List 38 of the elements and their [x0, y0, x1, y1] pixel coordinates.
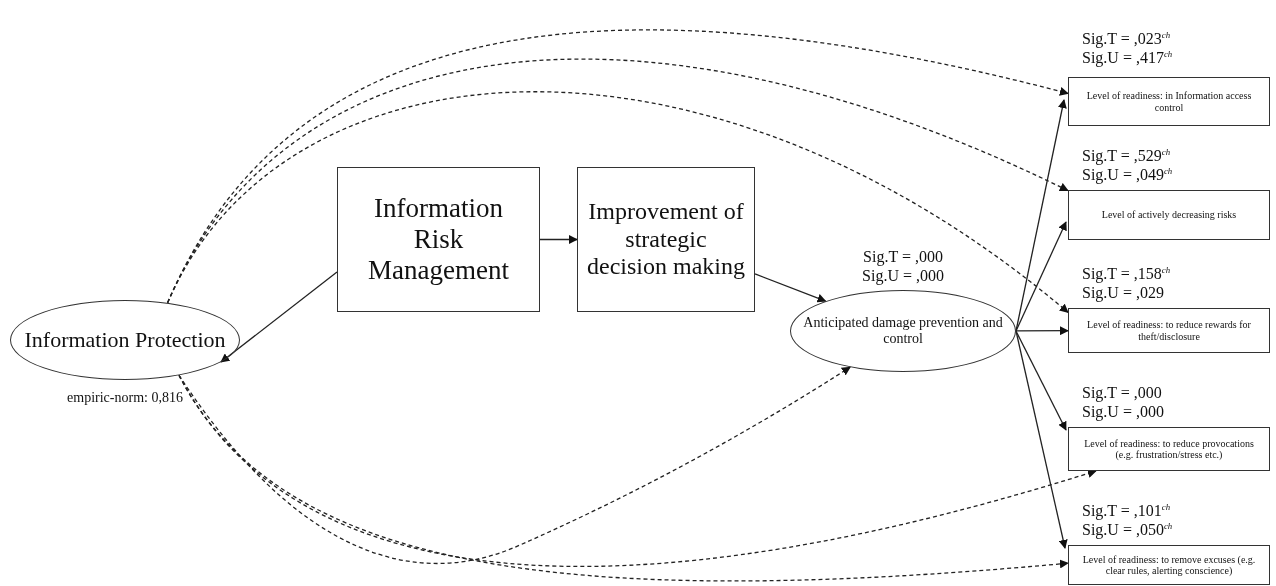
construct-box	[337, 167, 540, 312]
construct-box	[1068, 308, 1270, 353]
arrow	[1015, 326, 1069, 336]
statistic-label: Sig.U = ,050$^{ch}$	[1082, 520, 1173, 540]
construct-box	[577, 167, 755, 312]
construct-box	[1068, 427, 1270, 471]
statistic-label: Sig.T = ,000	[862, 247, 944, 267]
node-label: Information Risk Management	[367, 192, 510, 287]
node-label: Improvement of strategic decision making	[586, 198, 746, 281]
construct-box	[1068, 545, 1270, 585]
statistic-label: Sig.T = ,023$^{ch}$	[1082, 29, 1172, 49]
arrow	[754, 273, 827, 303]
statistic-label: Sig.U = ,000	[1082, 402, 1164, 422]
statistic-label: empiric-norm: 0,816	[66, 390, 184, 407]
statistic-label: Sig.T = ,529$^{ch}$	[1082, 146, 1172, 166]
node-label: Information Protection	[24, 327, 226, 353]
dashed-arrow	[178, 366, 851, 565]
statistic-label: Sig.T = ,000	[1082, 383, 1163, 403]
node-label: Anticipated damage prevention and control	[802, 314, 1004, 348]
arrow	[1015, 221, 1067, 332]
node-label: Level of readiness: to reduce rewards for theft/disclosure	[1086, 319, 1252, 342]
statistic-label: Sig.U = ,029	[1082, 283, 1165, 303]
dashed-arrow	[166, 91, 1069, 313]
statistic-label: Sig.U = ,049$^{ch}$	[1082, 165, 1173, 185]
statistic-label: Sig.U = ,417$^{ch}$	[1082, 48, 1173, 68]
construct-box	[1068, 190, 1270, 240]
arrow	[1015, 330, 1068, 549]
statistic-label: Sig.U = ,000	[861, 266, 945, 286]
node-label: Level of readiness: in Information access control	[1085, 90, 1253, 113]
arrow	[220, 271, 338, 363]
construct-box	[1068, 77, 1270, 126]
arrow	[539, 235, 578, 244]
node-label: Level of readiness: to reduce provocations (e.g. frustration/stress etc.)	[1083, 437, 1255, 461]
statistic-label: Sig.T = ,158$^{ch}$	[1082, 264, 1171, 284]
node-label: Level of actively decreasing risks	[1101, 209, 1237, 221]
statistic-label: Sig.T = ,101$^{ch}$	[1082, 501, 1172, 521]
arrow	[1015, 330, 1067, 431]
node-label: Level of readiness: to remove excuses (e.g. clear rules, alerting conscience)	[1081, 553, 1257, 577]
